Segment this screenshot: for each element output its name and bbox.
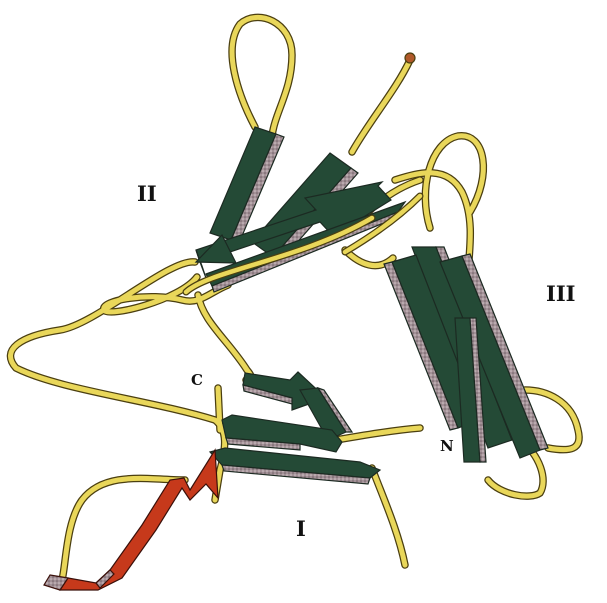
domain-I-sheet — [210, 372, 380, 484]
n-terminus-label: N — [440, 439, 454, 454]
domain-II-label: II — [137, 183, 157, 204]
coil-loops — [10, 17, 579, 580]
domain-I-label: I — [296, 518, 306, 539]
c-terminus-label: C — [191, 373, 203, 388]
domain-III-label: III — [546, 283, 575, 304]
